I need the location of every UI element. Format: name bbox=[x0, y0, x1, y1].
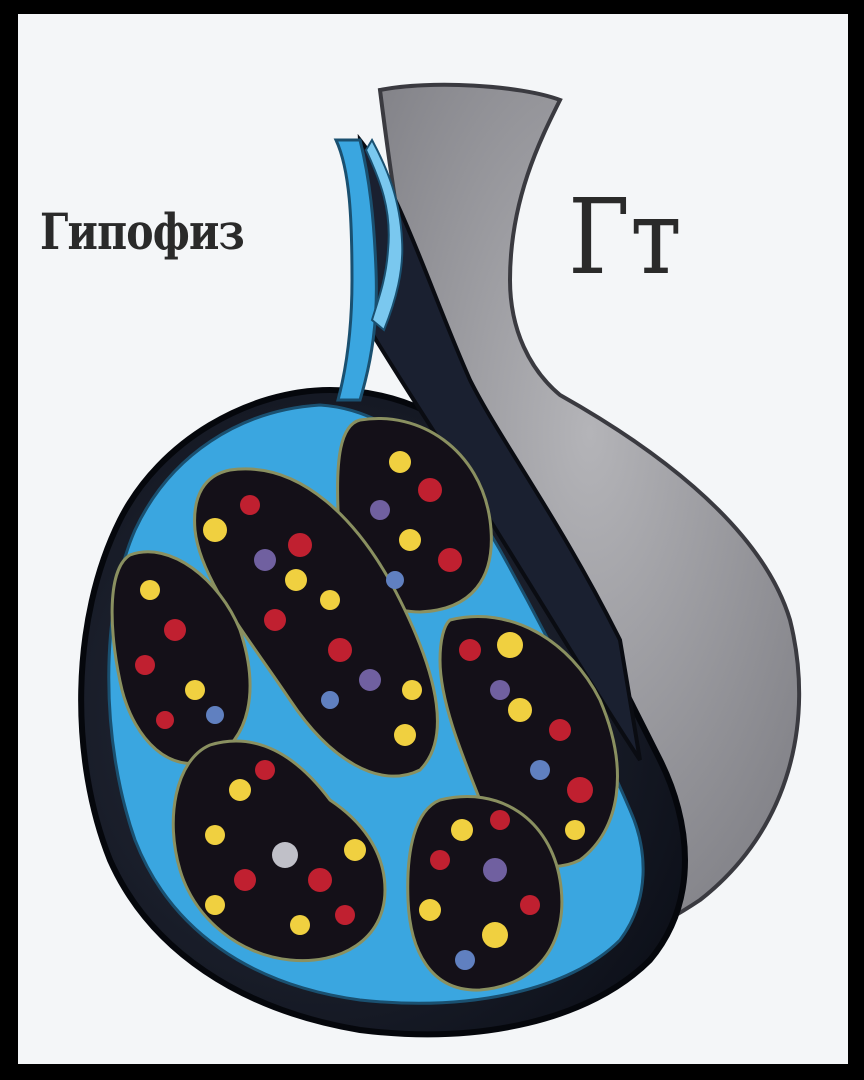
hypothalamus-label: Гт bbox=[568, 176, 682, 298]
hypophysis-label: Гипофиз bbox=[40, 202, 244, 261]
